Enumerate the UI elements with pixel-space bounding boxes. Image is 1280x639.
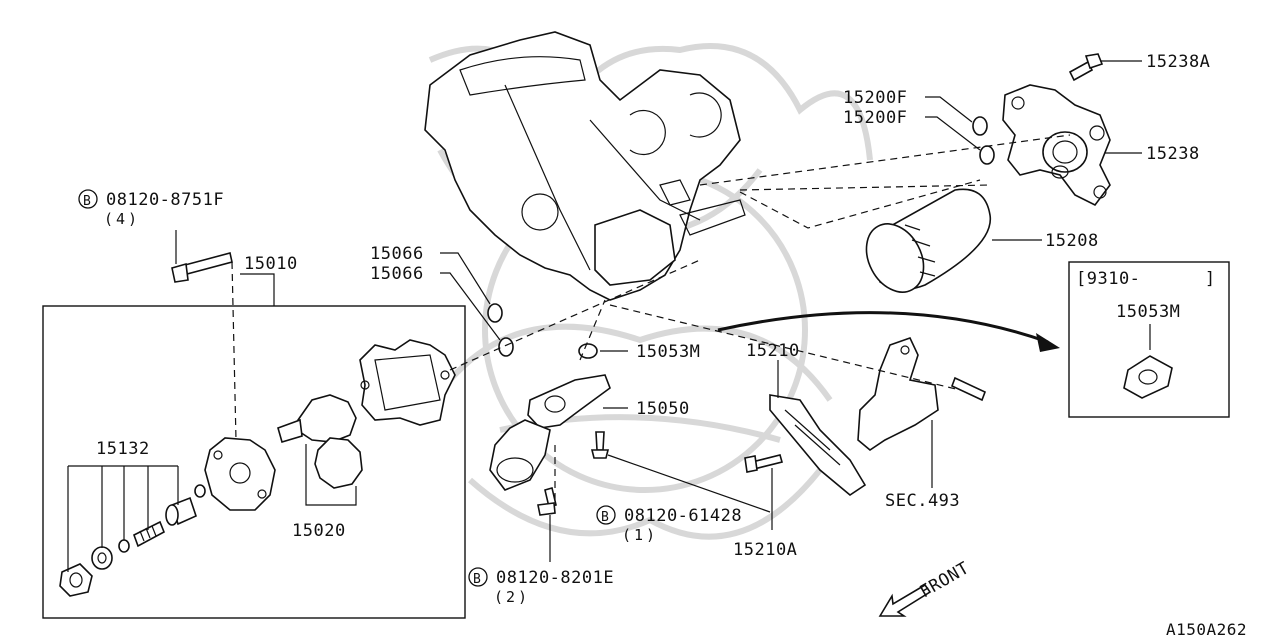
svg-text:B: B [473,572,481,587]
oil-filter [865,188,992,293]
inset-frame [1068,261,1230,418]
callout-15210A: 15210A [733,540,797,560]
gasket-15066-upper [487,303,503,323]
leader-lines [67,60,1142,572]
gasket-15053M [578,343,598,359]
front-arrow-icon [878,583,932,617]
inset-range: [9310- ] [1076,269,1216,289]
callout-08120-8751F: 08120-8751F [106,190,224,210]
callout-15200F-upper: 15200F [843,88,907,108]
callout-08120-8751F-qty: (4) [104,210,140,228]
bolt-08120-8201E [537,487,557,516]
pump-rotor-outer [314,437,363,489]
engine-block [424,31,746,301]
callout-15053M: 15053M [636,342,700,362]
bolt-15238A [1068,53,1104,82]
o-ring-15200F-lower [979,145,995,165]
bolt-08120-8751F [171,252,233,283]
o-ring-pump [194,484,206,498]
regulator-valve-set [59,496,197,597]
bolt-15210A [744,454,783,473]
callout-15200F-lower: 15200F [843,108,907,128]
mount-bracket-sec493 [857,337,987,451]
callout-15238A: 15238A [1146,52,1210,72]
baffle-plate [769,394,867,496]
callout-15132: 15132 [96,439,150,459]
callout-08120-8201E-qty: (2) [494,588,530,606]
bolt-marker-2: B [596,505,616,525]
callout-08120-8201E: 08120-8201E [496,568,614,588]
pump-body [204,437,276,511]
o-ring-15200F-upper [972,116,988,136]
front-label: FRONT [917,558,973,602]
svg-text:B: B [601,510,609,525]
oil-filter-bracket [1002,84,1111,207]
bolt-08120-61428 [590,431,610,459]
inset-detail: [9310- ] 15053M [1068,261,1230,418]
callout-15066-lower: 15066 [370,264,424,284]
pump-cover [359,339,456,426]
svg-text:B: B [83,194,91,209]
callout-08120-61428: 08120-61428 [624,506,742,526]
detail-arrow [717,311,1060,352]
callout-15050: 15050 [636,399,690,419]
front-indicator: FRONT [878,558,973,617]
callout-15020: 15020 [292,521,346,541]
bolt-marker-3: B [468,567,488,587]
inset-part-number: 15053M [1116,302,1180,322]
callout-sec493: SEC.493 [885,491,960,511]
callout-15066-upper: 15066 [370,244,424,264]
callout-08120-61428-qty: (1) [622,526,658,544]
gasket-15066-lower [498,337,514,357]
inset-gasket [1123,355,1173,399]
callout-15210: 15210 [746,341,800,361]
callout-15010: 15010 [244,254,298,274]
pump-assembly-frame [42,305,466,619]
figure-code: A150A262 [1166,620,1247,639]
callout-15208: 15208 [1045,231,1099,251]
alignment-dashes [231,134,1071,500]
pump-rotor-inner [277,394,357,443]
bolt-marker-1: B [78,189,98,209]
oil-strainer [489,374,611,491]
callout-15238: 15238 [1146,144,1200,164]
